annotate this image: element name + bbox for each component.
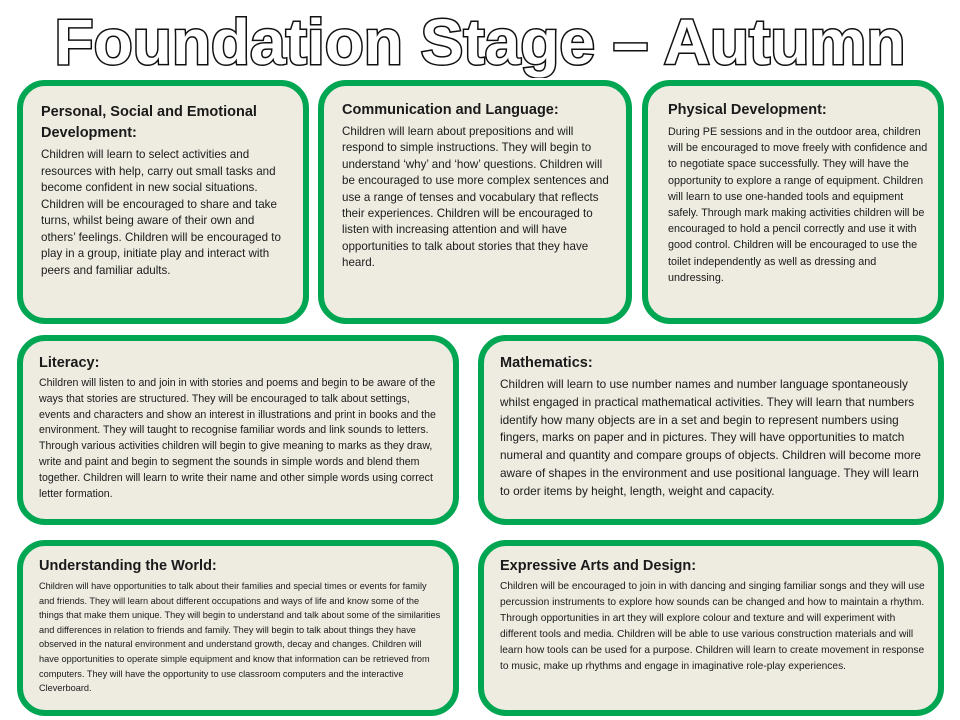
card-heading: Communication and Language:	[342, 102, 559, 118]
card-body: Children will learn to select activities…	[41, 148, 281, 277]
page-title-text: Foundation Stage – Autumn	[55, 6, 906, 78]
card-physical-development: Physical Development: During PE sessions…	[642, 80, 944, 324]
page-title: Foundation Stage – Autumn	[0, 2, 960, 79]
card-personal-social-emotional: Personal, Social and Emotional Developme…	[17, 80, 309, 324]
card-literacy: Literacy: Children will listen to and jo…	[17, 335, 459, 525]
card-heading: Literacy:	[39, 355, 100, 371]
card-body: Children will listen to and join in with…	[39, 377, 436, 500]
card-heading: Physical Development:	[668, 102, 827, 118]
card-understanding-the-world: Understanding the World: Children will h…	[17, 540, 459, 716]
card-mathematics: Mathematics: Children will learn to use …	[478, 335, 944, 525]
card-heading: Expressive Arts and Design:	[500, 558, 697, 574]
card-body: During PE sessions and in the outdoor ar…	[668, 126, 928, 284]
card-body: Children will be encouraged to join in w…	[500, 581, 925, 672]
card-expressive-arts-design: Expressive Arts and Design: Children wil…	[478, 540, 944, 716]
card-body: Children will learn to use number names …	[500, 377, 921, 498]
card-body: Children will have opportunities to talk…	[39, 581, 441, 694]
page-title-graphic: Foundation Stage – Autumn	[53, 5, 907, 79]
card-communication-language: Communication and Language: Children wil…	[318, 80, 632, 324]
card-heading: Personal, Social and Emotional Developme…	[41, 104, 257, 141]
card-heading: Mathematics:	[500, 355, 593, 371]
card-body: Children will learn about prepositions a…	[342, 125, 609, 270]
card-heading: Understanding the World:	[39, 558, 217, 574]
